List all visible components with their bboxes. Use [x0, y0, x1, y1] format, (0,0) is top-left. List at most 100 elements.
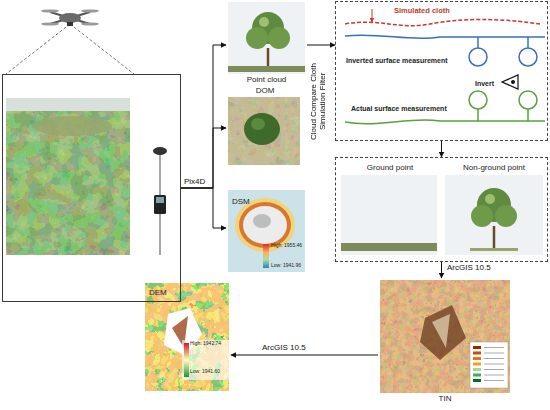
node-text: Low: 1941.60	[190, 369, 220, 375]
drone-rotor	[41, 9, 59, 12]
dem-legend-ramp	[184, 343, 189, 377]
tin-legend-sample	[473, 379, 481, 382]
drone-camera	[67, 22, 73, 26]
tin-legend-sample	[473, 346, 481, 349]
actual-stem	[527, 109, 529, 121]
point-cloud-panel: Point cloud	[226, 0, 307, 88]
inverted-tree	[469, 48, 487, 66]
dom-image	[228, 97, 300, 165]
flow-arrow	[181, 188, 226, 228]
node-title: Point cloud	[226, 76, 307, 85]
tin-legend-line	[484, 347, 504, 348]
tin-legend-sample	[473, 352, 481, 355]
photo-clearing	[32, 116, 112, 136]
dsm-crown	[243, 206, 287, 244]
inverted-stem	[477, 37, 479, 48]
edge-label: ArcGIS 10.5	[447, 263, 491, 272]
node-title: Simulated cloth	[394, 7, 450, 15]
tin-legend-line	[484, 375, 504, 376]
non-ground-image	[445, 175, 543, 255]
canopy-highlight	[251, 118, 265, 130]
view-line	[70, 24, 134, 74]
dsm-image	[228, 190, 305, 272]
classification-panel: Ground point Non-ground point	[335, 157, 548, 262]
node-text: High: 1955.46	[271, 243, 302, 249]
actual-tree	[519, 91, 537, 109]
inverted-tree	[519, 48, 537, 66]
view-line	[6, 24, 70, 74]
node-text: Inverted surface measurement	[346, 57, 448, 65]
tree-highlight	[259, 17, 269, 27]
tree-crown	[268, 27, 290, 49]
acquisition-panel	[2, 74, 181, 302]
ground-point-panel: Ground point	[340, 162, 440, 258]
tin-legend-box	[470, 342, 508, 388]
photo-sky	[6, 98, 130, 111]
node-text: Invert	[475, 80, 494, 88]
cloth-drop-arrow	[372, 9, 373, 22]
gnss-controller	[154, 195, 166, 214]
ground-remnant	[470, 248, 518, 251]
tin-legend-line	[484, 369, 504, 370]
actual-tree	[469, 91, 487, 109]
tin-legend-sample	[473, 357, 481, 360]
tin-panel: TIN	[378, 278, 512, 408]
tin-legend-line	[484, 358, 504, 359]
tin-legend-sample	[473, 368, 481, 371]
tree-crown	[246, 27, 268, 49]
dom-panel: DOM	[226, 87, 304, 167]
dsm-panel: DSM High: 1955.46Low: 1941.96	[226, 186, 308, 274]
flow-arrow	[441, 141, 442, 157]
flow-arrow	[441, 262, 442, 278]
node-title: DEM	[149, 289, 167, 298]
controller-screen	[156, 197, 164, 203]
tree-trunk	[267, 48, 270, 68]
node-text: Actual surface measurement	[351, 105, 447, 113]
tin-legend-sample	[473, 374, 481, 377]
dsm-legend-ramp	[263, 244, 269, 268]
node-title: DSM	[232, 198, 250, 207]
tin-facet	[420, 305, 466, 360]
gnss-receiver	[153, 147, 167, 155]
node-text: Low: 1941.96	[271, 263, 301, 269]
view-symbol-eye	[511, 80, 515, 84]
tree-crown	[471, 205, 493, 227]
dem-image	[145, 283, 229, 391]
flow-arrow	[307, 45, 335, 46]
tin-legend-line	[484, 380, 504, 381]
inverted-stem	[527, 37, 529, 48]
drone-body	[59, 13, 81, 23]
ground-strip	[341, 243, 437, 251]
view-symbol	[502, 75, 518, 89]
tree-crown	[495, 205, 517, 227]
dsm-crown	[253, 214, 271, 228]
edge-label: Cloud Compare Cloth Simulation Filter	[309, 54, 327, 149]
node-title: Ground point	[340, 164, 440, 173]
flow-arrow	[231, 355, 378, 356]
tree-trunk	[493, 226, 496, 249]
ground-strip	[228, 66, 305, 72]
csf-panel: Simulated clothInverted surface measurem…	[335, 1, 548, 141]
point-cloud-image	[228, 2, 305, 74]
simulated-cloth	[345, 20, 540, 26]
tree-canopy	[244, 113, 280, 145]
node-title: DOM	[226, 87, 304, 96]
edge-label: ArcGIS 10.5	[262, 343, 306, 352]
ground-image	[341, 175, 437, 255]
drone-rotor	[81, 9, 99, 12]
tin-image	[380, 280, 510, 393]
node-text: High: 1942.74	[190, 341, 221, 347]
actual-surface	[345, 120, 545, 124]
flow-arrow	[181, 45, 226, 188]
tin-facet	[432, 314, 450, 348]
actual-stem	[477, 109, 479, 121]
non-ground-point-panel: Non-ground point	[444, 162, 544, 258]
tin-legend-line	[484, 353, 504, 354]
drone-rotor	[41, 22, 59, 25]
node-title: Non-ground point	[444, 164, 544, 173]
inverted-surface	[345, 35, 545, 38]
dsm-ring	[239, 202, 291, 248]
edge-label: Pix4D	[184, 177, 205, 186]
drone-rotor	[81, 22, 99, 25]
